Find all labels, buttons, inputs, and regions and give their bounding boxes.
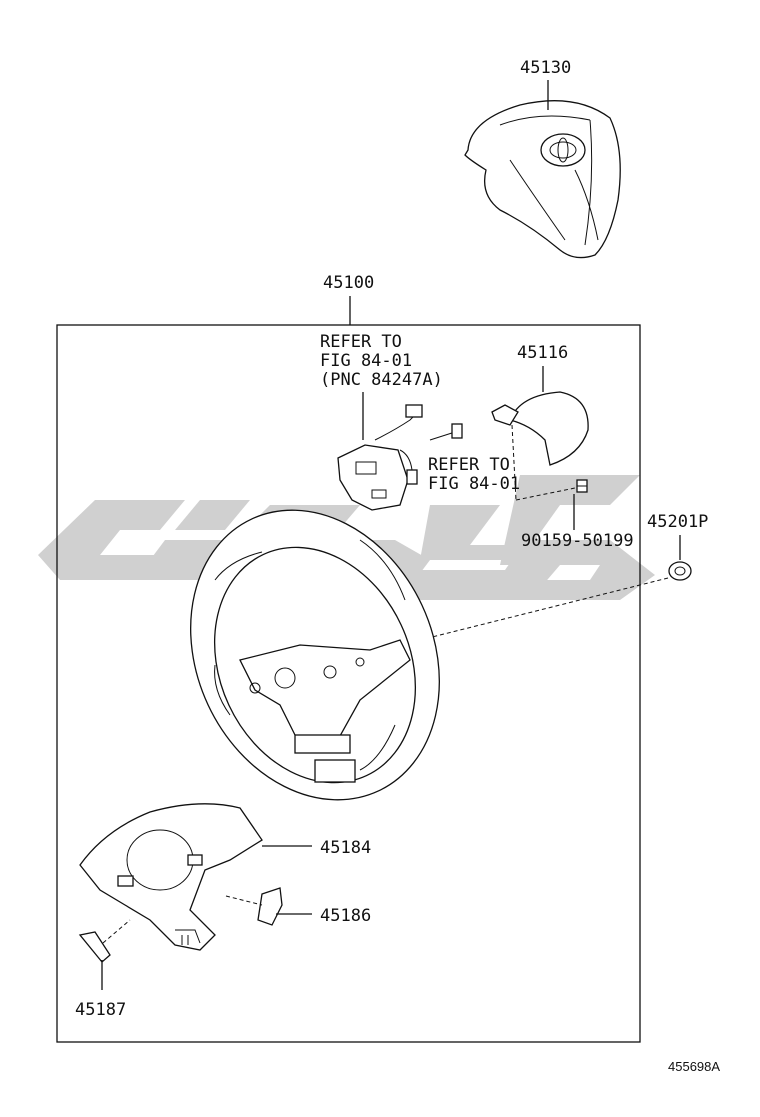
reference-note-1-line1: REFER TO: [320, 332, 402, 352]
part-number-45100: 45100: [323, 273, 374, 293]
steering-wheel-drawing: [190, 509, 440, 801]
airbag-cover-drawing: [464, 100, 621, 259]
part-number-45116: 45116: [517, 343, 568, 363]
cover-plate-45186-drawing: [257, 887, 283, 926]
ornament-drawing: [668, 561, 692, 581]
reference-note-1-line3: (PNC 84247A): [320, 370, 443, 390]
reference-note-1-line2: FIG 84-01: [320, 351, 412, 371]
screw-drawing: [576, 479, 588, 493]
part-number-45187: 45187: [75, 1000, 126, 1020]
reference-note-2-line2: FIG 84-01: [428, 474, 520, 494]
steering-switch-drawing: [337, 404, 463, 511]
reference-note-2-line1: REFER TO: [428, 455, 510, 475]
part-number-45201p: 45201P: [647, 512, 708, 532]
part-number-45130: 45130: [520, 58, 571, 78]
assembly-frame: [56, 324, 641, 1043]
cover-plate-45187-drawing: [78, 931, 111, 963]
steering-pad-drawing: [491, 391, 589, 466]
lower-cover-drawing: [79, 803, 263, 951]
part-number-45184: 45184: [320, 838, 371, 858]
part-number-90159-50199: 90159-50199: [521, 531, 634, 551]
diagram-id: 455698A: [668, 1059, 720, 1074]
part-number-45186: 45186: [320, 906, 371, 926]
